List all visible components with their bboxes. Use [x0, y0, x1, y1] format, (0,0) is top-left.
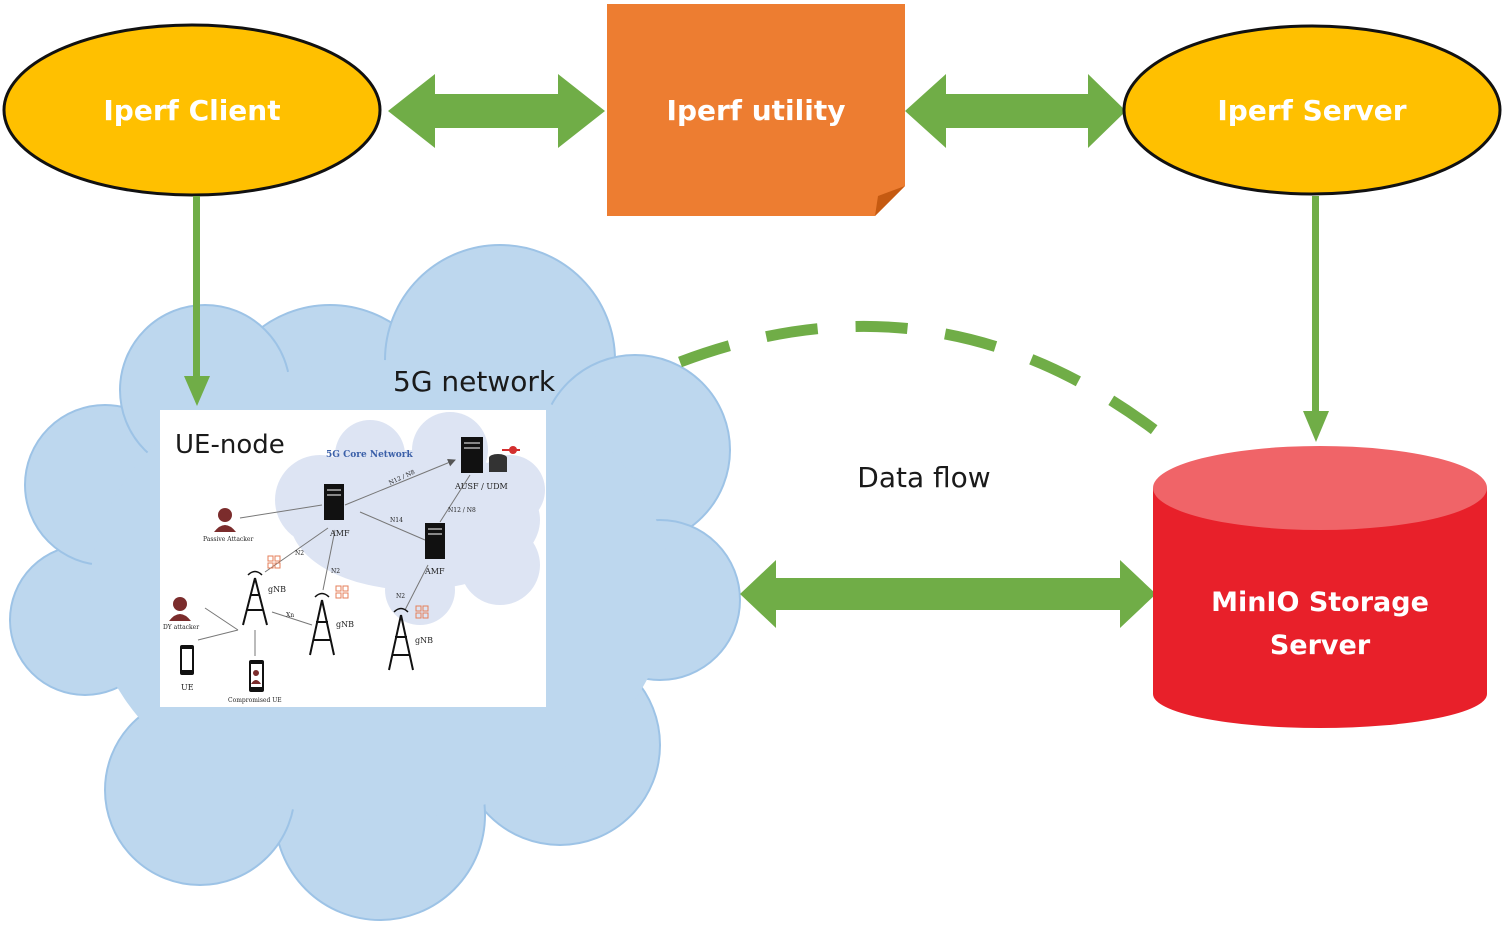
- amf-right-label: AMF: [424, 567, 445, 576]
- data-flow-label: Data flow: [857, 461, 990, 494]
- core-network-label: 5G Core Network: [326, 450, 413, 460]
- arrow-client-ue: [184, 196, 210, 406]
- network-title: 5G network: [393, 365, 556, 398]
- gnb-tower-3: [388, 607, 414, 671]
- amf-server-left: [324, 484, 344, 520]
- arrow-client-utility: [388, 74, 605, 148]
- link-n12-n8-b-label: N12 / N8: [448, 507, 476, 514]
- passive-attacker-label: Passive Attacker: [203, 536, 253, 543]
- dy-attacker-label: DY attacker: [163, 624, 199, 631]
- amf-left-label: AMF: [329, 529, 350, 538]
- dy-attacker-icon: [169, 597, 191, 621]
- storage-label-line2: Server: [1270, 630, 1371, 661]
- ue-node-label: UE-node: [175, 430, 285, 460]
- link-n2-a-label: N2: [295, 550, 304, 557]
- gnb-3-label: gNB: [415, 636, 433, 645]
- link-n2-c-label: N2: [396, 593, 405, 600]
- compromised-ue-icon: [249, 660, 264, 692]
- arrow-network-storage: [740, 560, 1156, 628]
- iperf-server-node: Iperf Server: [1122, 24, 1502, 196]
- link-xn-label: Xn: [286, 612, 294, 619]
- gnb-1-label: gNB: [268, 585, 286, 594]
- iperf-client-label: Iperf Client: [103, 94, 280, 127]
- data-flow-arc: [678, 320, 1184, 455]
- iperf-server-label: Iperf Server: [1217, 94, 1406, 127]
- link-n2-b-label: N2: [331, 568, 340, 575]
- arrow-utility-server: [905, 74, 1126, 148]
- gnb-2-label: gNB: [336, 620, 354, 629]
- arrow-server-storage: [1303, 196, 1329, 442]
- iperf-utility-node: Iperf utility: [607, 4, 905, 216]
- minio-storage-node: MinIO Storage Server: [1153, 446, 1487, 728]
- storage-label-line1: MinIO Storage: [1211, 587, 1429, 618]
- ausf-udm-label: AUSF / UDM: [454, 482, 508, 491]
- amf-server-right: [425, 523, 445, 559]
- ue-label: UE: [181, 683, 194, 692]
- gnb-tower-2: [309, 592, 335, 656]
- iperf-utility-label: Iperf utility: [667, 94, 846, 127]
- ue-node-inset: UE-node 5G Core Network: [160, 410, 546, 707]
- link-n14-label: N14: [390, 517, 403, 524]
- ue-phone-icon: [180, 645, 194, 675]
- iperf-client-node: Iperf Client: [2, 23, 382, 197]
- ausf-udm-server: [461, 437, 520, 473]
- core-network-cloud: [275, 412, 545, 625]
- passive-attacker-icon: [214, 508, 236, 532]
- compromised-ue-label: Compromised UE: [228, 697, 282, 704]
- gnb-tower-1: [242, 570, 268, 626]
